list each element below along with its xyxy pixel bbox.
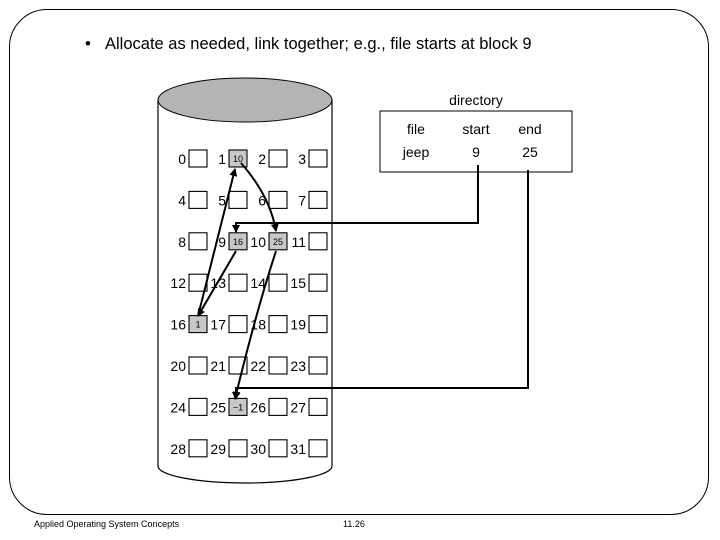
free-block xyxy=(228,439,248,458)
free-block xyxy=(268,397,288,416)
block-pointer-value: 25 xyxy=(273,237,283,247)
footer-page-number: 11.26 xyxy=(343,519,365,529)
directory-header-file: file xyxy=(407,121,425,137)
block-number: 20 xyxy=(170,358,186,374)
arrow-block-10-to-25 xyxy=(232,250,277,400)
free-block xyxy=(228,315,248,334)
free-block xyxy=(268,315,288,334)
used-block xyxy=(228,149,248,168)
free-block xyxy=(308,273,328,292)
block-number: 17 xyxy=(210,317,226,333)
directory-cell-start: 9 xyxy=(472,144,480,160)
directory-cell-end: 25 xyxy=(522,144,538,160)
block-number: 6 xyxy=(258,192,266,208)
block-number: 26 xyxy=(250,399,266,415)
free-block xyxy=(308,439,328,458)
block-number: 21 xyxy=(210,358,226,374)
free-block xyxy=(308,190,328,209)
block-number: 29 xyxy=(210,441,226,457)
free-block xyxy=(268,149,288,168)
free-block xyxy=(268,439,288,458)
block-number: 3 xyxy=(298,151,306,167)
arrow-block-9-to-16 xyxy=(197,250,237,317)
bullet-icon: • xyxy=(85,35,91,53)
slide-frame xyxy=(9,9,709,515)
free-block xyxy=(308,232,328,251)
directory-title: directory xyxy=(449,92,503,108)
free-block xyxy=(268,356,288,375)
arrow-start-to-block-9 xyxy=(232,165,479,233)
free-block xyxy=(268,190,288,209)
block-number: 4 xyxy=(178,192,186,208)
block-number: 15 xyxy=(290,275,306,291)
bullet-point: • Allocate as needed, link together; e.g.… xyxy=(85,35,532,54)
block-pointer-value: −1 xyxy=(233,402,243,412)
block-number: 19 xyxy=(290,317,306,333)
directory-header-end: end xyxy=(518,121,541,137)
block-number: 23 xyxy=(290,358,306,374)
free-block xyxy=(308,397,328,416)
block-number: 16 xyxy=(170,317,186,333)
block-number: 1 xyxy=(218,151,226,167)
block-number: 5 xyxy=(218,192,226,208)
block-number: 24 xyxy=(170,399,186,415)
block-number: 10 xyxy=(250,234,266,250)
block-number: 2 xyxy=(258,151,266,167)
free-block xyxy=(268,273,288,292)
block-number: 30 xyxy=(250,441,266,457)
free-block xyxy=(228,273,248,292)
directory-header-start: start xyxy=(462,121,489,137)
block-number: 12 xyxy=(170,275,186,291)
block-number: 31 xyxy=(290,441,306,457)
pointer-arrows xyxy=(197,162,529,400)
free-block xyxy=(228,190,248,209)
free-block xyxy=(188,149,208,168)
directory-table: directory file start end jeep 9 25 xyxy=(379,92,573,173)
footer-course-title: Applied Operating System Concepts xyxy=(34,519,180,529)
block-pointer-value: 16 xyxy=(233,237,243,247)
free-block xyxy=(188,397,208,416)
block-number: 27 xyxy=(290,399,306,415)
block-number: 11 xyxy=(291,234,306,250)
bullet-text: Allocate as needed, link together; e.g.,… xyxy=(105,35,532,53)
block-number: 25 xyxy=(210,399,226,415)
free-block xyxy=(188,356,208,375)
free-block xyxy=(188,190,208,209)
directory-cell-file: jeep xyxy=(402,144,430,160)
free-block xyxy=(188,439,208,458)
free-block xyxy=(308,315,328,334)
arrow-block-16-to-1 xyxy=(197,168,238,317)
block-number: 9 xyxy=(218,234,226,250)
block-number: 28 xyxy=(170,441,186,457)
block-number: 8 xyxy=(178,234,186,250)
used-block xyxy=(268,232,288,251)
block-number: 22 xyxy=(250,358,266,374)
block-number: 0 xyxy=(178,151,186,167)
block-pointer-value: 10 xyxy=(233,154,243,164)
block-number: 7 xyxy=(298,192,306,208)
block-number: 14 xyxy=(250,275,266,291)
block-pointer-value: 1 xyxy=(195,320,200,330)
arrow-block-1-to-10 xyxy=(240,162,279,232)
free-block xyxy=(308,356,328,375)
disk-top xyxy=(157,77,333,123)
free-block xyxy=(308,149,328,168)
free-block xyxy=(188,232,208,251)
